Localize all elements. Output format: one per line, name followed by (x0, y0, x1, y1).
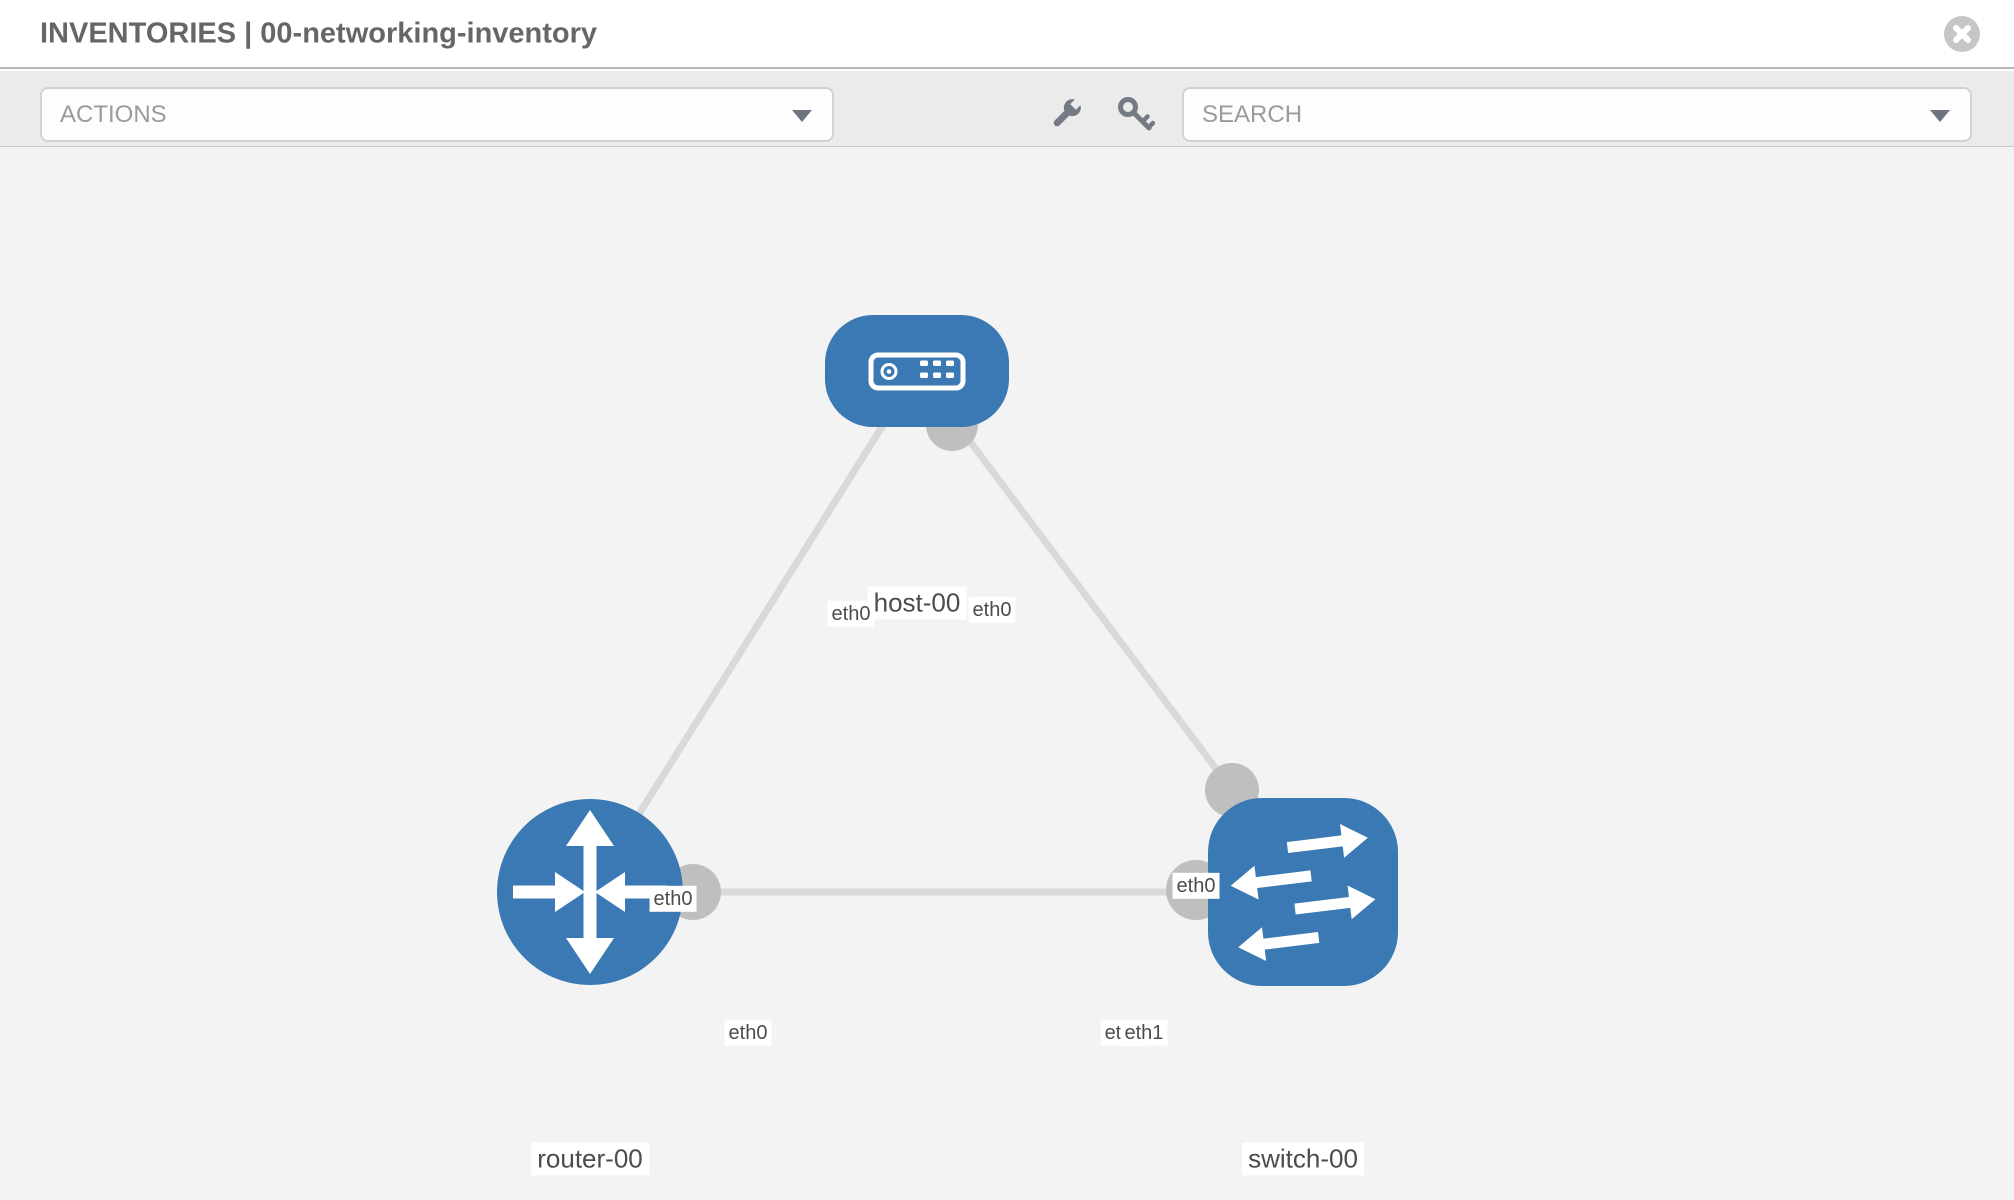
close-button[interactable] (1944, 16, 1980, 52)
close-icon (1953, 25, 1971, 43)
iface-label-switch-top: eth0 (1172, 872, 1220, 900)
link-host-router[interactable] (587, 369, 920, 894)
page-title: INVENTORIES | 00-networking-inventory (40, 17, 598, 49)
iface-label-router-right: eth0 (724, 1019, 772, 1047)
search-dropdown-label: SEARCH (1202, 101, 1303, 128)
switch-icon (1230, 823, 1376, 962)
node-host[interactable] (825, 315, 1009, 427)
iface-label-host-left: eth0 (827, 600, 875, 628)
header-bar: INVENTORIES | 00-networking-inventory (0, 0, 2014, 69)
actions-dropdown[interactable]: ACTIONS (40, 87, 834, 142)
node-switch[interactable] (1208, 798, 1398, 986)
iface-label-host-right: eth0 (968, 596, 1016, 624)
configure-button[interactable] (1046, 94, 1086, 134)
host-icon (868, 352, 966, 391)
node-label-router: router-00 (531, 1142, 649, 1176)
topology-canvas[interactable]: host-00 router-00 switch-00 eth0 eth0 et… (0, 147, 2014, 1200)
toolbar: ACTIONS SEARCH (0, 71, 2014, 147)
chevron-down-icon (792, 110, 812, 122)
iface-label-switch-left-group: eth0 eth1 (1100, 1019, 1168, 1047)
node-label-host: host-00 (867, 586, 967, 620)
chevron-down-icon (1930, 110, 1950, 122)
iface-label-switch-left: eth1 (1120, 1019, 1168, 1047)
search-dropdown[interactable]: SEARCH (1182, 87, 1972, 142)
key-icon (1118, 97, 1156, 131)
wrench-icon (1053, 97, 1083, 127)
actions-dropdown-label: ACTIONS (60, 101, 167, 128)
node-label-switch: switch-00 (1242, 1142, 1364, 1176)
credentials-button[interactable] (1115, 94, 1156, 134)
iface-label-router-top: eth0 (649, 885, 697, 913)
